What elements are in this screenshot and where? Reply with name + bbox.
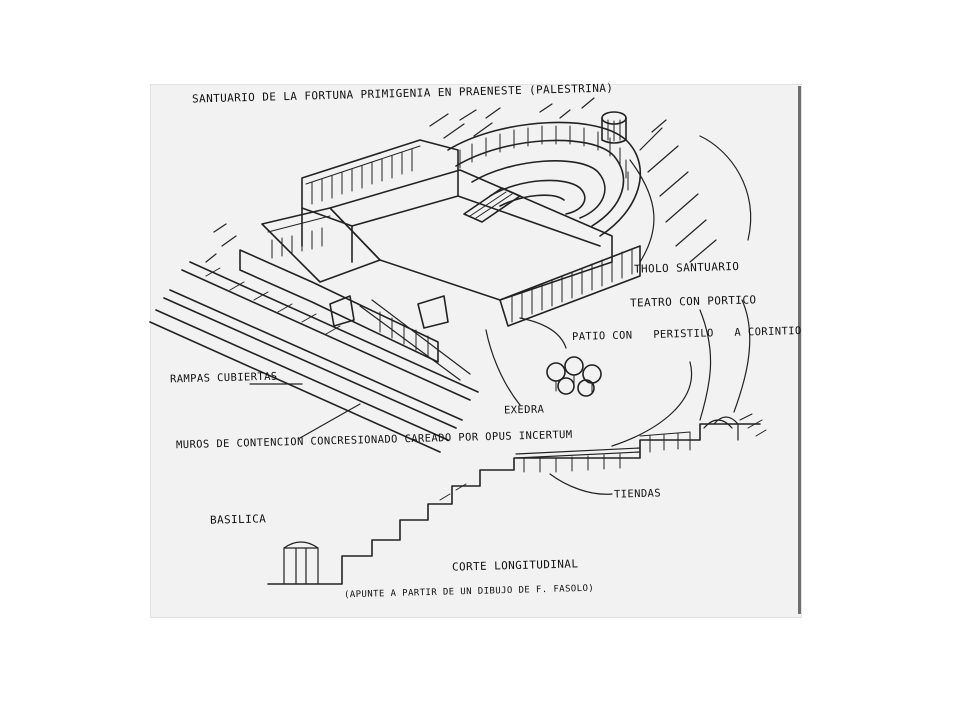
upper-terrace — [301, 139, 459, 263]
hill-hatching — [205, 97, 717, 263]
theatre-cavea — [447, 121, 642, 237]
label-tiendas: TIENDAS — [614, 487, 661, 500]
label-patio-line-1: PATIO CON — [571, 329, 633, 344]
tholos-temple — [601, 111, 627, 144]
lower-terraces — [239, 207, 449, 363]
label-exedra: EXEDRA — [504, 403, 545, 416]
longitudinal-section — [267, 413, 767, 585]
right-portico — [499, 245, 641, 327]
leader-lines — [249, 135, 752, 495]
label-tiendas-text: TIENDAS — [613, 487, 662, 501]
image-border-right — [798, 86, 801, 614]
trees — [546, 356, 602, 397]
label-basilica: BASILICA — [209, 512, 267, 527]
label-patio-line-2: PERISTILO — [653, 327, 714, 341]
piazza — [329, 169, 613, 301]
label-tholo-text: THOLO SANTUARIO — [633, 259, 740, 276]
covered-ramps — [149, 261, 479, 453]
label-basilica-text: BASILICA — [209, 512, 267, 527]
sanctuary-drawing — [150, 84, 802, 618]
label-exedra-text: EXEDRA — [503, 403, 545, 417]
label-teatro-line-2: PORTICO — [707, 293, 757, 308]
label-teatro-line-1: TEATRO CON — [629, 294, 701, 310]
label-patio-line-3: A CORINTIO — [734, 324, 802, 339]
label-rampas-line-1: RAMPAS — [169, 372, 211, 386]
label-rampas-line-2: CUBIERTAS — [216, 370, 278, 385]
